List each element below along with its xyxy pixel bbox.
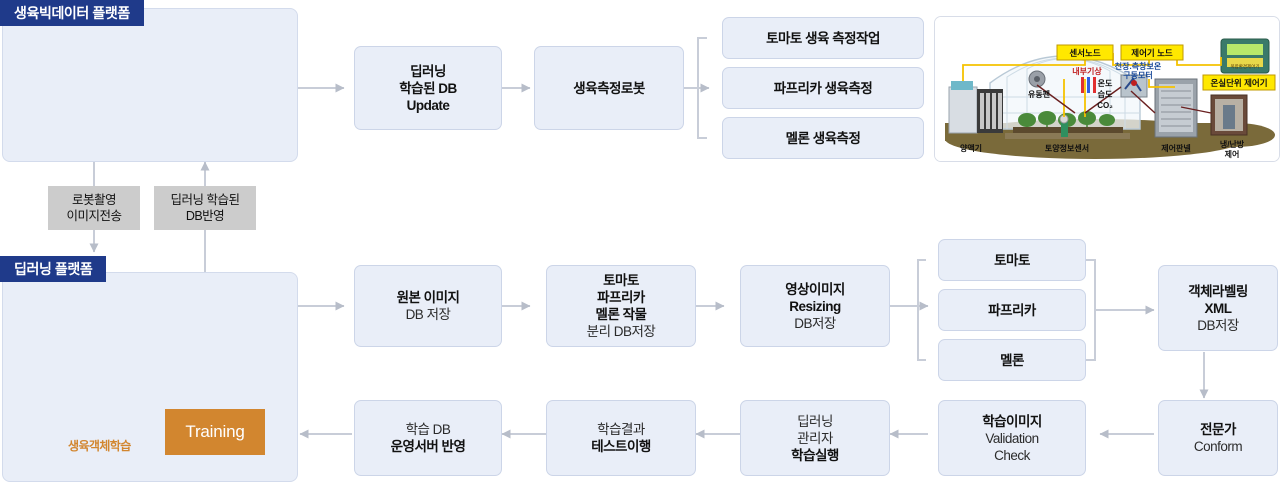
chip-line2: DB반영 bbox=[185, 209, 225, 223]
box-line-2: 관리자 bbox=[797, 430, 833, 446]
box-tomato-growth-measure-task[interactable]: 토마토 생육 측정작업 bbox=[722, 17, 924, 59]
box-line-2: 학습된 DB bbox=[399, 80, 457, 96]
box-line-3: Update bbox=[406, 97, 450, 113]
box-training-result-test[interactable]: 학습결과 테스트이행 bbox=[546, 400, 696, 476]
svg-text:내부기상: 내부기상 bbox=[1072, 66, 1102, 76]
box-crop-paprika[interactable]: 파프리카 bbox=[938, 289, 1086, 331]
box-line-3: DB저장 bbox=[794, 315, 836, 331]
box-crop-separation-db[interactable]: 토마토 파프리카 멜론 작물 분리 DB저장 bbox=[546, 265, 696, 347]
training-box[interactable]: Training bbox=[165, 409, 265, 455]
box-line-3: DB저장 bbox=[1197, 317, 1239, 333]
box-line-2: 운영서버 반영 bbox=[390, 439, 466, 454]
chip-line1: 로봇촬영 bbox=[71, 193, 117, 207]
box-line-1: 멜론 생육측정 bbox=[785, 130, 861, 146]
box-original-image-db[interactable]: 원본 이미지 DB 저장 bbox=[354, 265, 502, 347]
box-line-2: Resizing bbox=[789, 298, 841, 314]
svg-text:센서노드: 센서노드 bbox=[1069, 48, 1100, 58]
box-image-resizing-db[interactable]: 영상이미지 Resizing DB저장 bbox=[740, 265, 890, 347]
chip-deeplearning-db-apply: 딥러닝 학습된 DB반영 bbox=[154, 186, 256, 230]
box-training-image-validation[interactable]: 학습이미지 Validation Check bbox=[938, 400, 1086, 476]
box-line-1: 딥러닝 bbox=[797, 413, 833, 429]
svg-text:CO₂: CO₂ bbox=[1097, 101, 1113, 110]
box-line-1: 원본 이미지 bbox=[396, 290, 460, 305]
svg-text:제어기 노드: 제어기 노드 bbox=[1131, 48, 1173, 58]
box-line-2: Conform bbox=[1193, 439, 1243, 454]
svg-text:제어판넬: 제어판넬 bbox=[1161, 143, 1190, 153]
svg-text:복합환경제어기: 복합환경제어기 bbox=[1231, 63, 1260, 70]
box-line-1: 학습 DB bbox=[405, 422, 451, 437]
box-line-3: 학습실행 bbox=[791, 447, 839, 463]
box-line-1: 학습결과 bbox=[597, 422, 645, 437]
svg-text:양액기: 양액기 bbox=[960, 143, 982, 153]
platform-title-bigdata: 생육빅데이터 플랫폼 bbox=[0, 0, 144, 26]
box-paprika-growth-measure[interactable]: 파프리카 생육측정 bbox=[722, 67, 924, 109]
svg-text:습도: 습도 bbox=[1098, 89, 1113, 99]
svg-text:유동팬: 유동팬 bbox=[1028, 89, 1050, 99]
box-line-1: 영상이미지 bbox=[785, 281, 845, 297]
platform-panel-bigdata bbox=[2, 8, 298, 162]
box-crop-tomato[interactable]: 토마토 bbox=[938, 239, 1086, 281]
box-line-1: 생육측정로봇 bbox=[573, 80, 645, 96]
box-line-1: 딥러닝 bbox=[410, 63, 446, 79]
svg-text:제어: 제어 bbox=[1225, 149, 1240, 159]
box-line-2: XML bbox=[1204, 300, 1233, 316]
box-expert-conform[interactable]: 전문가 Conform bbox=[1158, 400, 1278, 476]
box-line-1: 토마토 bbox=[994, 252, 1030, 268]
box-line-3: 멜론 작물 bbox=[595, 307, 647, 322]
box-melon-growth-measure[interactable]: 멜론 생육측정 bbox=[722, 117, 924, 159]
box-object-labeling-xml[interactable]: 객체라벨링 XML DB저장 bbox=[1158, 265, 1278, 351]
svg-text:온도: 온도 bbox=[1098, 79, 1113, 88]
box-line-3: Check bbox=[994, 447, 1030, 463]
svg-text:온실단위 제어기: 온실단위 제어기 bbox=[1210, 78, 1267, 88]
svg-text:토양정보센서: 토양정보센서 bbox=[1045, 143, 1089, 153]
box-line-2: 테스트이행 bbox=[591, 439, 651, 454]
chip-line1: 딥러닝 학습된 bbox=[170, 193, 240, 207]
box-training-db-operation-server[interactable]: 학습 DB 운영서버 반영 bbox=[354, 400, 502, 476]
box-deeplearning-db-update[interactable]: 딥러닝 학습된 DB Update bbox=[354, 46, 502, 130]
training-loop-label: 생육객체학습 bbox=[68, 439, 131, 453]
box-growth-measurement-robot[interactable]: 생육측정로봇 bbox=[534, 46, 684, 130]
platform-title-deeplearning: 딥러닝 플랫폼 bbox=[0, 256, 107, 282]
chip-robot-image-transfer: 로봇촬영 이미지전송 bbox=[48, 186, 140, 230]
box-line-1: 파프리카 생육측정 bbox=[773, 80, 873, 96]
box-line-1: 멜론 bbox=[1000, 352, 1024, 368]
greenhouse-sensor-diagram: 센서노드 제어기 노드 온실단위 제어기 내부기상 온도 습도 CO₂ 천장.측… bbox=[934, 16, 1280, 162]
box-line-1: 토마토 생육 측정작업 bbox=[766, 30, 880, 46]
box-crop-melon[interactable]: 멜론 bbox=[938, 339, 1086, 381]
box-line-1: 토마토 bbox=[603, 273, 639, 288]
box-line-2: Validation bbox=[985, 430, 1039, 446]
box-line-2: 파프리카 bbox=[597, 290, 645, 305]
box-deeplearning-admin-run[interactable]: 딥러닝 관리자 학습실행 bbox=[740, 400, 890, 476]
box-line-2: DB 저장 bbox=[405, 307, 451, 322]
box-line-1: 학습이미지 bbox=[982, 413, 1042, 429]
box-line-1: 파프리카 bbox=[988, 302, 1036, 318]
box-line-1: 객체라벨링 bbox=[1188, 283, 1248, 299]
svg-text:천장.측창보온: 천장.측창보온 bbox=[1115, 61, 1162, 71]
chip-line2: 이미지전송 bbox=[66, 209, 122, 223]
svg-text:냉/난방: 냉/난방 bbox=[1220, 139, 1245, 149]
box-line-1: 전문가 bbox=[1200, 422, 1236, 437]
box-line-4: 분리 DB저장 bbox=[586, 324, 656, 339]
svg-text:구동모터: 구동모터 bbox=[1123, 70, 1152, 80]
